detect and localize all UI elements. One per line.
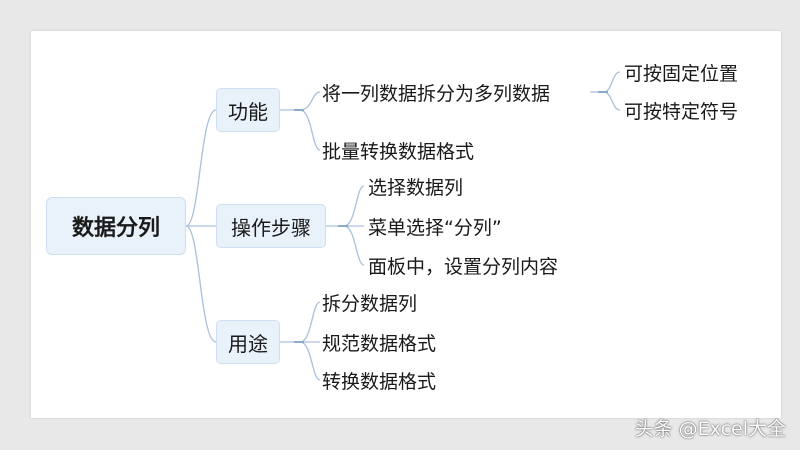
collapse-toggle-icon[interactable] xyxy=(294,109,304,111)
branch-node-function[interactable]: 功能 xyxy=(216,88,280,132)
leaf-node-select-column[interactable]: 选择数据列 xyxy=(368,176,464,199)
leaf-node-normalize-format[interactable]: 规范数据格式 xyxy=(322,332,437,355)
root-node[interactable]: 数据分列 xyxy=(46,197,186,255)
leaf-node-panel-settings[interactable]: 面板中，设置分列内容 xyxy=(368,255,559,278)
leaf-node-menu-split[interactable]: 菜单选择“分列” xyxy=(368,216,502,239)
branch-node-uses[interactable]: 用途 xyxy=(216,320,280,364)
collapse-toggle-icon[interactable] xyxy=(294,341,304,343)
leaf-node-split-columns[interactable]: 将一列数据拆分为多列数据 xyxy=(322,82,551,105)
leaf-node-specific-symbol[interactable]: 可按特定符号 xyxy=(624,100,739,123)
collapse-toggle-icon[interactable] xyxy=(598,91,608,93)
leaf-node-batch-format[interactable]: 批量转换数据格式 xyxy=(322,140,475,163)
leaf-node-fixed-position[interactable]: 可按固定位置 xyxy=(624,62,739,85)
branch-node-steps[interactable]: 操作步骤 xyxy=(216,204,326,248)
watermark-text: 头条 @Excel大全 xyxy=(634,418,786,440)
collapse-toggle-icon[interactable] xyxy=(338,225,348,227)
leaf-node-split-data-column[interactable]: 拆分数据列 xyxy=(322,292,418,315)
leaf-node-convert-format[interactable]: 转换数据格式 xyxy=(322,370,437,393)
